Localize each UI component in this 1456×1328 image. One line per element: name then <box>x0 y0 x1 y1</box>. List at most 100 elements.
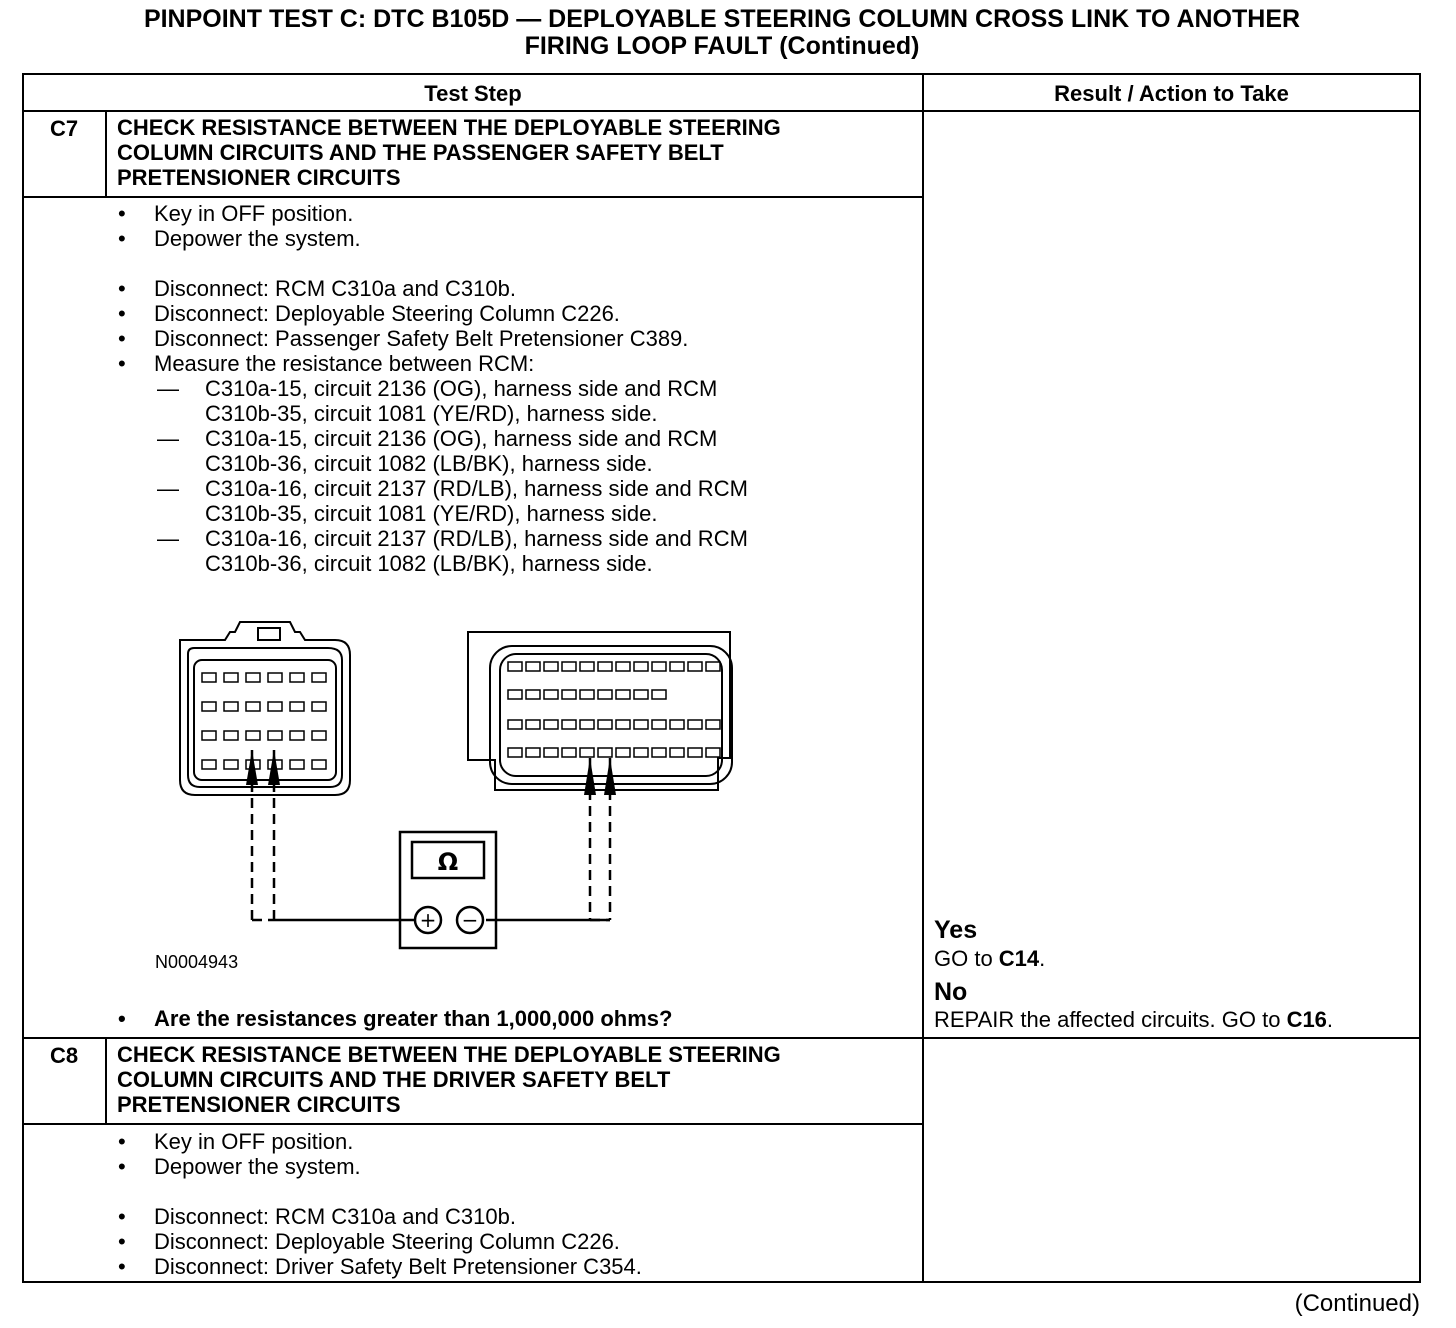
left-connector-pin <box>223 672 239 683</box>
left-connector-pin <box>289 672 305 683</box>
bullet-marker: • <box>118 1154 126 1179</box>
right-connector-pin <box>597 719 613 730</box>
c7-title-line-3: PRETENSIONER CIRCUITS <box>117 165 401 190</box>
bullet-text: Key in OFF position. <box>154 1129 354 1154</box>
right-connector-pin <box>507 689 523 700</box>
right-connector-pin <box>651 747 667 758</box>
c8-title-line-2: COLUMN CIRCUITS AND THE DRIVER SAFETY BE… <box>117 1067 671 1092</box>
ohm-symbol: Ω <box>438 848 458 876</box>
bullet-marker: • <box>118 301 126 326</box>
result-no-action: REPAIR the affected circuits. GO to C16. <box>934 1007 1334 1032</box>
bullet-text: Disconnect: RCM C310a and C310b. <box>154 276 516 301</box>
page-title-line-2: FIRING LOOP FAULT (Continued) <box>524 32 920 60</box>
figure-id: N0004943 <box>155 952 239 972</box>
probe-arrow-4 <box>604 758 616 795</box>
measure-line-1: C310a-15, circuit 2136 (OG), harness sid… <box>205 426 718 451</box>
measure-line-1: C310a-16, circuit 2137 (RD/LB), harness … <box>205 526 748 551</box>
right-connector-pin <box>561 747 577 758</box>
left-connector-pin <box>223 759 239 770</box>
left-connector-pin <box>311 672 327 683</box>
bullet-marker: • <box>118 1229 126 1254</box>
right-connector-pin <box>525 719 541 730</box>
right-connector-pin <box>669 747 685 758</box>
c8-title-line-1: CHECK RESISTANCE BETWEEN THE DEPLOYABLE … <box>117 1042 781 1067</box>
right-connector-pin <box>543 661 559 672</box>
minus-sign: − <box>462 908 479 932</box>
right-connector-pin <box>669 719 685 730</box>
connector-measurement-diagram: Ω + − <box>179 621 733 950</box>
c7-title-line-1: CHECK RESISTANCE BETWEEN THE DEPLOYABLE … <box>117 115 781 140</box>
left-connector-pin <box>245 672 261 683</box>
measure-line-1: C310a-16, circuit 2137 (RD/LB), harness … <box>205 476 748 501</box>
left-connector-pin <box>201 759 217 770</box>
left-connector-pin <box>267 730 283 741</box>
right-connector-pin <box>561 719 577 730</box>
left-connector-pin <box>201 672 217 683</box>
yes-target-step[interactable]: C14 <box>998 946 1040 971</box>
page-title-line-1: PINPOINT TEST C: DTC B105D — DEPLOYABLE … <box>143 5 1301 33</box>
header-result-action: Result / Action to Take <box>1054 81 1289 106</box>
probe-arrow-2 <box>268 750 280 785</box>
header-test-step: Test Step <box>424 81 522 106</box>
right-connector-pin <box>525 661 541 672</box>
page-title: PINPOINT TEST C: DTC B105D — DEPLOYABLE … <box>22 6 1422 60</box>
measure-line-2: C310b-36, circuit 1082 (LB/BK), harness … <box>205 451 653 476</box>
right-connector-pin <box>507 661 523 672</box>
right-connector-pin <box>651 719 667 730</box>
left-connector-pin <box>201 701 217 712</box>
right-connector-pin <box>705 661 721 672</box>
right-connector-pin <box>615 689 631 700</box>
right-connector-outline <box>467 631 731 791</box>
right-connector-pin <box>579 719 595 730</box>
right-connector-pin <box>651 661 667 672</box>
probe-arrow-1 <box>246 750 258 785</box>
right-connector-pin <box>525 747 541 758</box>
measure-line-1: C310a-15, circuit 2136 (OG), harness sid… <box>205 376 718 401</box>
bullet-marker: • <box>118 201 126 226</box>
no-action-text: REPAIR the affected circuits. GO to <box>934 1007 1287 1032</box>
bullet-text: Disconnect: Driver Safety Belt Pretensio… <box>154 1254 642 1279</box>
bullet-text: Key in OFF position. <box>154 201 354 226</box>
bullet-text: Disconnect: Deployable Steering Column C… <box>154 301 620 326</box>
c8-step-id: C8 <box>49 1043 79 1068</box>
dash-marker: — <box>157 426 179 451</box>
dash-marker: — <box>157 526 179 551</box>
right-connector-pin <box>633 719 649 730</box>
bullet-marker: • <box>118 1254 126 1279</box>
ohmmeter-display <box>410 840 486 880</box>
bullet-marker: • <box>118 351 126 376</box>
dash-marker: — <box>157 476 179 501</box>
right-connector-pin <box>633 661 649 672</box>
right-connector-pin <box>543 689 559 700</box>
c7-id-divider <box>105 110 107 197</box>
measure-line-2: C310b-36, circuit 1082 (LB/BK), harness … <box>205 551 653 576</box>
question-text: Are the resistances greater than 1,000,0… <box>154 1006 673 1031</box>
bullet-marker: • <box>118 1129 126 1154</box>
right-connector-pin <box>687 747 703 758</box>
left-connector-outline <box>179 621 351 796</box>
result-yes-label: Yes <box>934 916 978 944</box>
left-connector-pin <box>289 701 305 712</box>
bullet-marker: • <box>118 1204 126 1229</box>
right-connector-pin <box>507 747 523 758</box>
right-connector-pin <box>615 661 631 672</box>
plus-sign: + <box>420 908 437 932</box>
right-connector-pin <box>687 661 703 672</box>
left-connector-pin <box>223 701 239 712</box>
c8-id-divider <box>105 1037 107 1124</box>
bullet-text: Depower the system. <box>154 1154 361 1179</box>
right-connector-pin <box>633 689 649 700</box>
pinpoint-test-table: Test Step Result / Action to Take <box>22 73 1421 1283</box>
header-divider <box>24 110 1419 112</box>
left-connector-pin <box>245 730 261 741</box>
bullet-text: Disconnect: RCM C310a and C310b. <box>154 1204 516 1229</box>
right-connector-pin <box>543 747 559 758</box>
left-connector-pin <box>289 759 305 770</box>
left-connector-pin <box>311 701 327 712</box>
bullet-text: Disconnect: Passenger Safety Belt Preten… <box>154 326 689 351</box>
c7-step-title: CHECK RESISTANCE BETWEEN THE DEPLOYABLE … <box>117 115 781 190</box>
bullet-text: Disconnect: Deployable Steering Column C… <box>154 1229 620 1254</box>
no-target-step[interactable]: C16 <box>1286 1007 1327 1032</box>
left-connector-pin <box>311 730 327 741</box>
left-connector-pin <box>245 701 261 712</box>
